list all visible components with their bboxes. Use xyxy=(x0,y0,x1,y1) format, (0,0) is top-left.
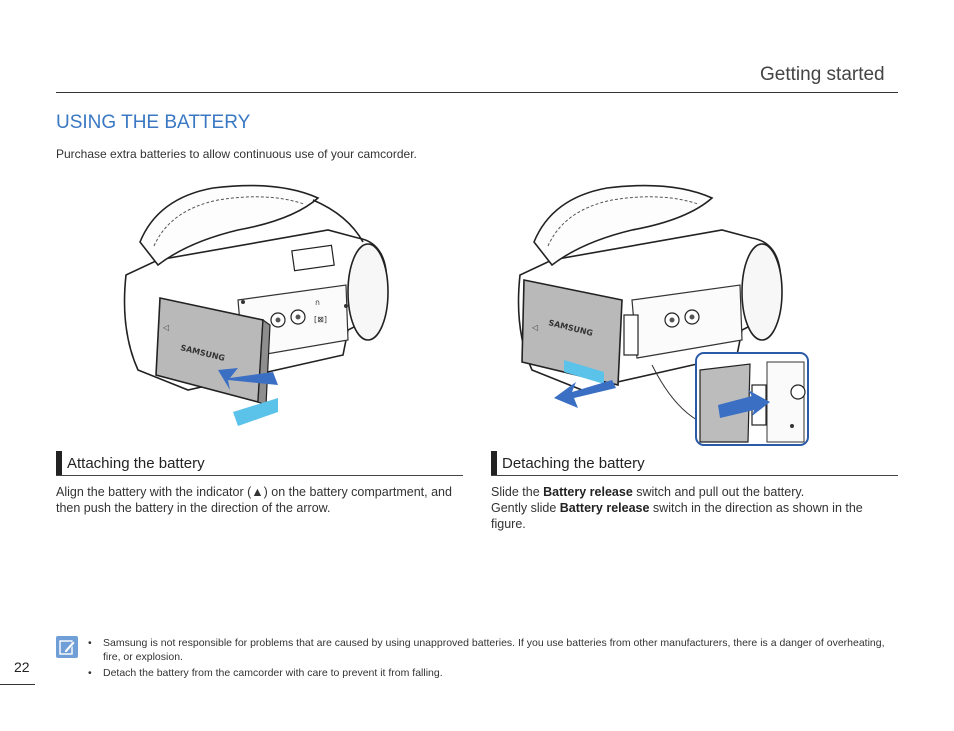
insert-arrow-dark xyxy=(218,368,278,390)
svg-text:ก: ก xyxy=(315,298,320,307)
intro-text: Purchase extra batteries to allow contin… xyxy=(56,147,417,161)
battery-release-term: Battery release xyxy=(559,501,650,515)
svg-text:◁: ◁ xyxy=(531,323,538,332)
pull-arrow-light xyxy=(564,360,604,384)
notes-list: •Samsung is not responsible for problems… xyxy=(88,636,898,682)
attaching-subheading: Attaching the battery xyxy=(56,451,463,476)
detach-battery-illustration: SAMSUNG ◁ xyxy=(517,184,809,446)
attaching-title: Attaching the battery xyxy=(67,455,205,472)
lens-barrel xyxy=(741,243,783,341)
subheading-marker xyxy=(56,451,62,475)
insert-arrow-light xyxy=(233,398,278,426)
pull-arrow-dark xyxy=(554,380,616,408)
note-pencil-icon xyxy=(56,636,78,658)
hand-strap xyxy=(533,184,714,267)
detaching-subheading: Detaching the battery xyxy=(491,451,898,476)
page-heading: USING THE BATTERY xyxy=(56,112,251,133)
svg-text:[⊠]: [⊠] xyxy=(314,315,327,324)
attach-battery-illustration: ก [⊠] SAMSUNG ◁ xyxy=(123,184,389,426)
header-divider xyxy=(56,92,898,93)
attaching-instructions: Align the battery with the indicator (▲)… xyxy=(56,484,466,516)
battery xyxy=(521,279,623,387)
note-text: Samsung is not responsible for problems … xyxy=(103,637,885,663)
detaching-line-1-end: switch and pull out the battery. xyxy=(632,485,805,499)
hand-strap xyxy=(139,184,320,267)
note-item: •Samsung is not responsible for problems… xyxy=(88,637,885,663)
detaching-line-2-end: switch in the direction as shown in the … xyxy=(491,501,863,531)
note-item: •Detach the battery from the camcorder w… xyxy=(88,667,443,679)
page-number-rule xyxy=(0,684,35,685)
battery-release-term: Battery release xyxy=(543,485,633,499)
slide-arrow xyxy=(718,390,770,418)
detaching-instructions: Slide the Battery release switch and pul… xyxy=(491,484,898,532)
page-number: 22 xyxy=(14,659,30,675)
indicator-symbol: ▲ xyxy=(251,485,264,499)
svg-text:◁: ◁ xyxy=(162,323,169,332)
release-switch-inset xyxy=(695,352,809,446)
attaching-text-start: Align the battery with the indicator ( xyxy=(56,485,252,499)
section-title: Getting started xyxy=(760,64,885,85)
note-text: Detach the battery from the camcorder wi… xyxy=(103,667,443,679)
detaching-line-2: Gently slide Battery release switch in t… xyxy=(491,500,898,532)
detaching-title: Detaching the battery xyxy=(502,455,645,472)
lens-barrel xyxy=(347,243,389,341)
attaching-text-end: ) on the battery compartment, and then p… xyxy=(56,485,452,515)
detaching-line-1: Slide the Battery release switch and pul… xyxy=(491,484,898,500)
detaching-line-2-start: Gently slide xyxy=(491,501,560,515)
subheading-marker xyxy=(491,451,497,475)
detaching-line-1-start: Slide the xyxy=(491,485,544,499)
